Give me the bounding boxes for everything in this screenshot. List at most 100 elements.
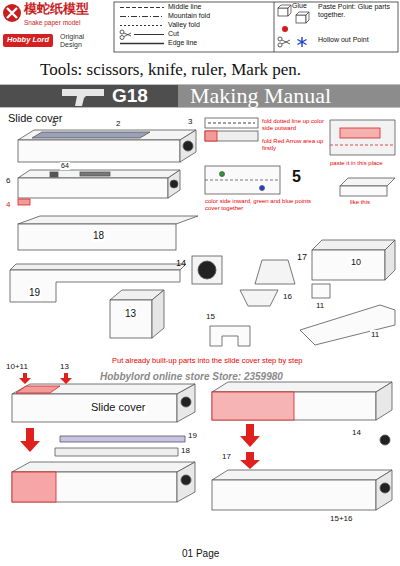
part-drawings	[300, 305, 395, 345]
folding-steps	[205, 131, 217, 141]
part-drawings	[210, 326, 250, 346]
logo-mark	[3, 4, 21, 22]
assembly-drawings	[177, 462, 195, 502]
line-samples	[134, 34, 164, 35]
legend-text: Edge line	[168, 39, 197, 47]
part-drawings	[10, 264, 186, 270]
design-note: Original Design	[60, 33, 104, 49]
part-number: 11	[370, 330, 380, 339]
part-number: 19	[28, 287, 41, 299]
assembly-drawings	[12, 472, 177, 502]
logo-mark	[7, 8, 17, 18]
legend-text: Middle line	[168, 3, 201, 11]
part-number: 14	[176, 258, 186, 268]
callout-number: 5	[52, 119, 56, 128]
legend-box	[114, 2, 398, 52]
assembly-drawings	[212, 382, 392, 392]
pistol-silhouette	[62, 89, 104, 106]
hollow-out-icons	[278, 43, 282, 47]
slide-cover-part	[168, 170, 180, 198]
assembly-drawings	[12, 462, 195, 472]
glue-cubes	[296, 15, 306, 23]
assembly-drawings	[12, 472, 56, 502]
part-drawings	[10, 216, 395, 346]
legend-text: Mountain fold	[168, 12, 210, 20]
scissors-icon	[124, 33, 131, 37]
glue-label: Glue	[292, 2, 307, 10]
part-drawings	[152, 290, 164, 338]
assembly-drawings	[16, 386, 60, 393]
assembly-drawings	[181, 475, 191, 485]
part-number: 16	[283, 292, 292, 301]
red-arrows	[240, 424, 260, 447]
slide-cover-part	[18, 130, 196, 140]
part-number: 13	[60, 362, 69, 371]
assembly-note: Put already built-up parts into the slid…	[112, 357, 303, 366]
hollow-out-icons	[282, 40, 290, 44]
slide-cover-part	[80, 172, 110, 176]
red-arrows	[60, 373, 72, 384]
part-drawings	[198, 261, 216, 279]
hollow-out-icons	[278, 37, 290, 47]
part-number: 19	[188, 431, 197, 440]
title-band	[0, 84, 400, 108]
folding-steps	[330, 145, 395, 146]
assembly-drawings	[12, 384, 195, 394]
assembly-drawings	[60, 436, 185, 442]
folding-steps	[330, 120, 395, 155]
hollow-out-icons	[298, 37, 307, 47]
glue-cubes	[278, 8, 288, 16]
folding-steps	[208, 123, 255, 124]
slide-cover-part	[50, 172, 58, 177]
logo-mark	[3, 4, 21, 22]
slide-cover-part	[18, 130, 196, 205]
watermark: Hobbylord online store Store: 2359980	[100, 371, 283, 383]
part-drawings	[240, 290, 278, 306]
callout-number: 64	[60, 162, 70, 170]
part-number: 17	[222, 452, 231, 461]
part-drawings	[10, 270, 180, 302]
folding-steps	[340, 128, 380, 138]
assembly-drawings	[12, 382, 392, 510]
assembly-drawings	[212, 470, 392, 480]
assembly-drawings	[380, 483, 390, 493]
line-samples	[120, 7, 164, 8]
part-drawings	[255, 260, 295, 284]
scissors-icon	[120, 30, 124, 34]
folding-steps	[340, 186, 387, 196]
page-number: 01 Page	[182, 548, 219, 560]
part-number: 15	[206, 312, 215, 321]
assembly-drawings	[376, 470, 392, 510]
folding-steps	[205, 118, 258, 128]
part-drawings	[312, 240, 395, 250]
hollow-out-icons	[278, 37, 307, 47]
part-drawings	[192, 256, 222, 284]
folding-steps	[260, 186, 265, 191]
hollow-out-icons	[278, 37, 282, 41]
folding-steps	[340, 178, 395, 186]
legend-text: Paste Point: Glue parts together.	[318, 3, 396, 19]
assembly-drawings	[55, 448, 178, 456]
legend-text: Valley fold	[168, 21, 200, 29]
part-number: 11	[316, 301, 324, 310]
title-band	[0, 84, 178, 108]
part-drawings	[110, 300, 152, 338]
legend-text: Hollow out Point	[318, 36, 396, 44]
callout-number: 3	[188, 117, 192, 126]
scissors-icon	[120, 30, 131, 40]
part-number: 18	[181, 446, 190, 455]
title-band: G18Making Manual	[0, 84, 400, 108]
brand-subtitle: Snake paper model	[24, 19, 80, 26]
part-number: 10	[350, 257, 362, 267]
paste-point-dot	[282, 26, 288, 32]
part-number: 13	[124, 308, 137, 320]
slide-cover-part	[183, 141, 193, 151]
part-number: 14	[352, 428, 361, 437]
slide-cover-part	[32, 132, 150, 138]
part-drawings	[312, 250, 385, 280]
manual-title: Making Manual	[190, 83, 331, 108]
step-number: 5	[292, 168, 301, 186]
callout-number: 6	[6, 176, 10, 185]
assembly-drawings	[380, 435, 390, 445]
tools-line: Tools: scissors, knife, ruler, Mark pen.	[40, 60, 301, 80]
